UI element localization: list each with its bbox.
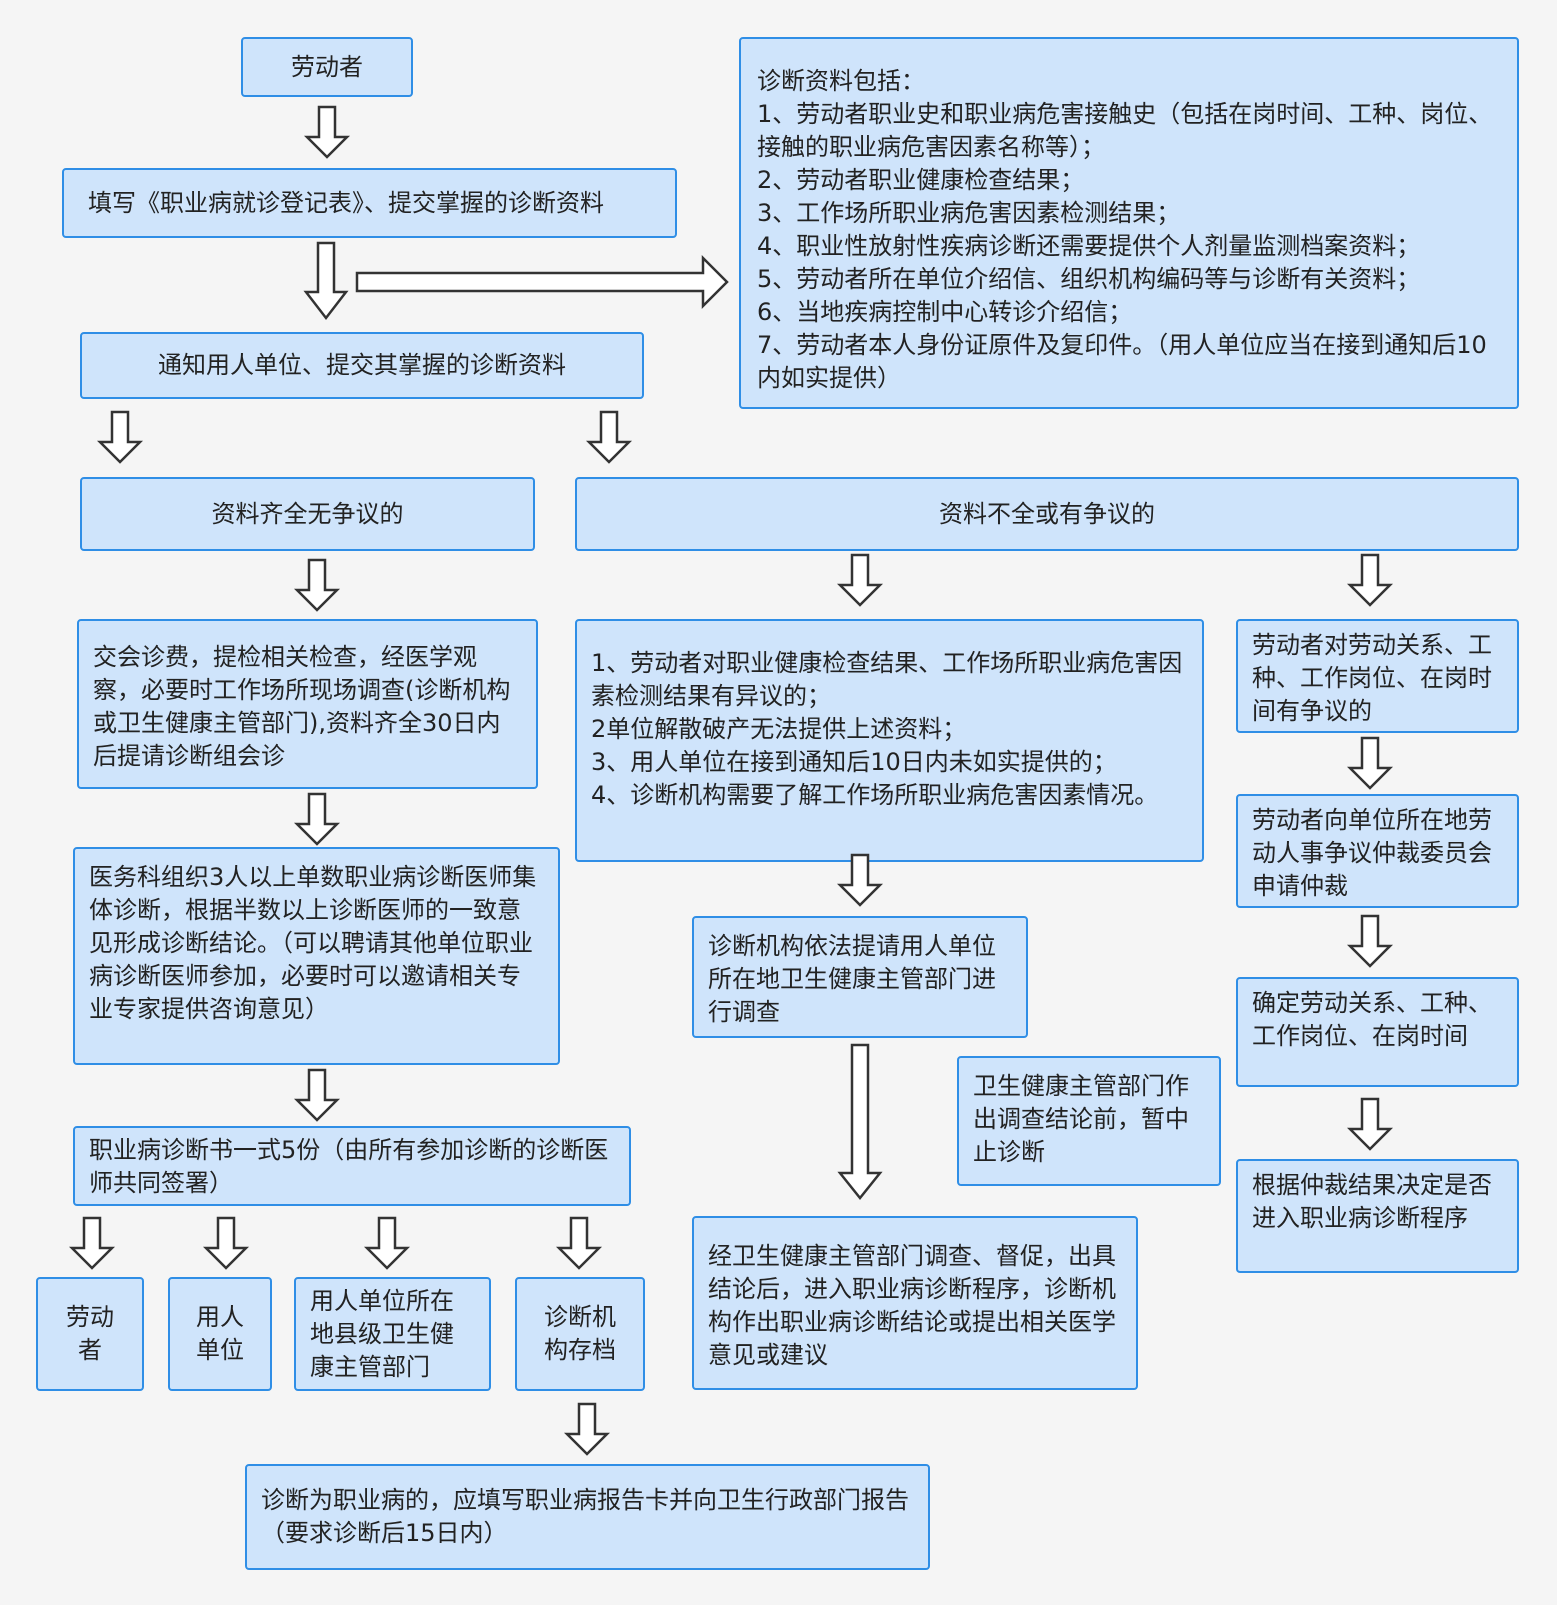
arrow-down-icon xyxy=(295,1068,339,1122)
node-worker: 劳动者 xyxy=(241,37,413,97)
arrow-down-icon xyxy=(1348,736,1392,790)
arrow-down-icon xyxy=(1348,1097,1392,1151)
node-certificate: 职业病诊断书一式5份（由所有参加诊断的诊断医师共同签署） xyxy=(73,1126,631,1206)
arrow-down-icon xyxy=(70,1216,114,1270)
arrow-down-icon xyxy=(365,1216,409,1270)
node-incomplete-or-dispute: 资料不全或有争议的 xyxy=(575,477,1519,551)
node-after-investigation: 经卫生健康主管部门调查、督促，出具结论后，进入职业病诊断程序，诊断机构作出职业病… xyxy=(692,1216,1138,1390)
node-copy-archive: 诊断机 构存档 xyxy=(515,1277,645,1391)
arrow-down-icon xyxy=(557,1216,601,1270)
node-fill-form: 填写《职业病就诊登记表》、提交掌握的诊断资料 xyxy=(62,168,677,238)
arrow-down-icon xyxy=(587,410,631,464)
arrow-down-icon xyxy=(204,1216,248,1270)
arrow-down-icon xyxy=(305,105,349,159)
node-copy-employer: 用人 单位 xyxy=(168,1277,272,1391)
node-confirm-relation: 确定劳动关系、工种、工作岗位、在岗时间 xyxy=(1236,977,1519,1087)
arrow-down-icon xyxy=(1348,553,1392,607)
node-suspend: 卫生健康主管部门作出调查结论前，暂中止诊断 xyxy=(957,1056,1221,1186)
node-investigation-request: 诊断机构依法提请用人单位所在地卫生健康主管部门进行调查 xyxy=(692,916,1028,1038)
node-arbitration-result: 根据仲裁结果决定是否进入职业病诊断程序 xyxy=(1236,1159,1519,1273)
node-materials-list: 诊断资料包括： 1、劳动者职业史和职业病危害接触史（包括在岗时间、工种、岗位、接… xyxy=(739,37,1519,409)
node-dispute-cases: 1、劳动者对职业健康检查结果、工作场所职业病危害因素检测结果有异议的； 2单位解… xyxy=(575,619,1204,862)
node-panel-diagnosis: 医务科组织3人以上单数职业病诊断医师集体诊断，根据半数以上诊断医师的一致意见形成… xyxy=(73,847,560,1065)
arrow-right-icon xyxy=(355,254,729,310)
arrow-down-icon xyxy=(295,792,339,846)
node-notify-employer: 通知用人单位、提交其掌握的诊断资料 xyxy=(80,332,644,399)
node-labor-dispute: 劳动者对劳动关系、工种、工作岗位、在岗时间有争议的 xyxy=(1236,619,1519,733)
arrow-down-icon xyxy=(303,241,349,321)
node-complete-no-dispute: 资料齐全无争议的 xyxy=(80,477,535,551)
arrow-down-icon xyxy=(1348,914,1392,968)
node-copy-county: 用人单位所在地县级卫生健康主管部门 xyxy=(294,1277,491,1391)
arrow-down-icon xyxy=(565,1402,609,1456)
arrow-down-icon xyxy=(295,558,339,612)
node-pay-fee: 交会诊费，提检相关检查，经医学观察，必要时工作场所现场调查(诊断机构或卫生健康主… xyxy=(77,619,538,789)
node-copy-worker: 劳动 者 xyxy=(36,1277,144,1391)
arrow-down-icon xyxy=(838,853,882,907)
arrow-down-icon xyxy=(838,553,882,607)
node-arbitration-apply: 劳动者向单位所在地劳动人事争议仲裁委员会申请仲裁 xyxy=(1236,794,1519,908)
arrow-down-icon xyxy=(98,410,142,464)
node-report: 诊断为职业病的，应填写职业病报告卡并向卫生行政部门报告（要求诊断后15日内） xyxy=(245,1464,930,1570)
arrow-down-icon xyxy=(837,1043,883,1201)
